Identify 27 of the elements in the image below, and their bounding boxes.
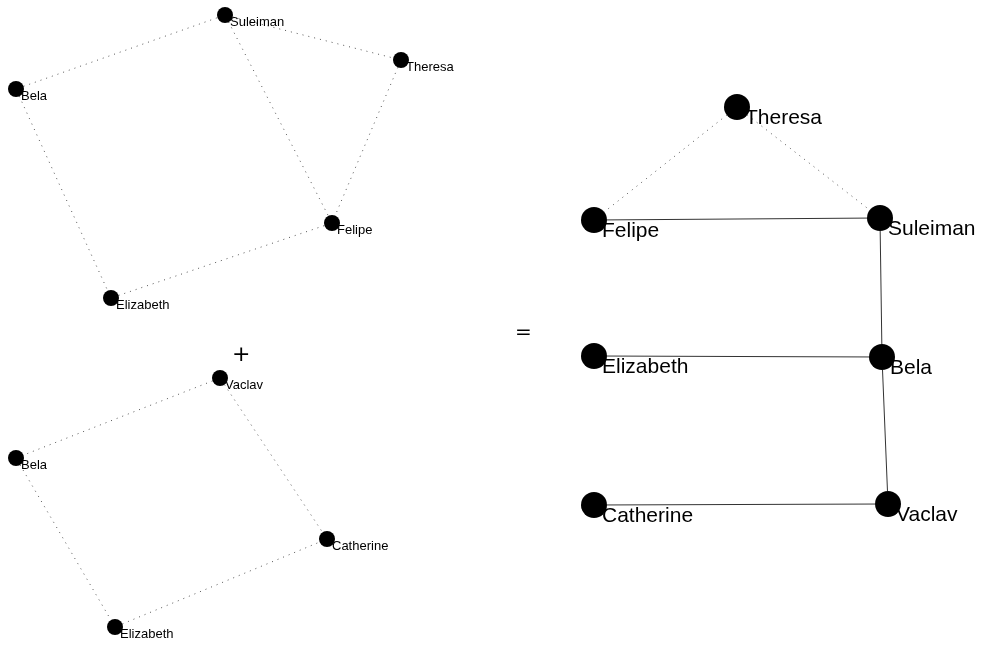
node-label: Suleiman — [230, 15, 285, 28]
node-label: Felipe — [602, 219, 660, 240]
connector-line — [606, 355, 870, 358]
connector-line — [882, 369, 888, 492]
operator-symbol: = — [515, 321, 532, 341]
node-label: Elizabeth — [120, 627, 174, 640]
connector-line — [23, 17, 218, 87]
node-label: Felipe — [337, 223, 373, 236]
node-label: Bela — [21, 89, 48, 102]
node-label: Elizabeth — [602, 355, 689, 376]
node-label: Bela — [21, 458, 48, 471]
node-label: Catherine — [602, 504, 694, 525]
node-label: Suleiman — [888, 217, 976, 238]
node-label: Elizabeth — [116, 298, 170, 311]
node-label: Theresa — [406, 60, 454, 73]
node-label: Vaclav — [896, 503, 958, 524]
operator-symbol: + — [232, 343, 251, 365]
node-label: Vaclav — [225, 378, 264, 391]
connector-line — [606, 503, 876, 506]
connector-line — [118, 225, 325, 296]
connector-line — [228, 21, 329, 217]
connector-line — [606, 217, 868, 221]
node-label: Theresa — [745, 106, 823, 127]
connector-line — [879, 230, 883, 345]
node-label: Catherine — [332, 539, 389, 552]
connector-line — [232, 16, 394, 59]
node-label: Bela — [890, 356, 933, 377]
